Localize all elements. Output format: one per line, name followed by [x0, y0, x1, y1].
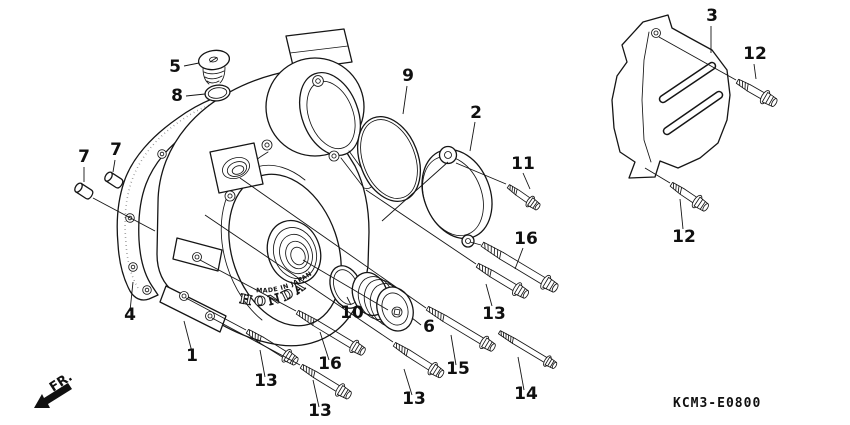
callout-16-left: 16 — [318, 354, 342, 374]
callout-13-upper-right: 13 — [482, 304, 506, 324]
callout-9: 9 — [402, 66, 414, 86]
callout-11: 11 — [511, 154, 535, 174]
crankcase-cover-part-1: MADE IN JAPAN HONDA — [156, 28, 374, 347]
bolt-part-11 — [504, 180, 543, 214]
callout-13-bottom: 13 — [308, 401, 332, 421]
bolt-part-13-right — [390, 337, 447, 382]
callout-13-right: 13 — [402, 389, 426, 409]
front-arrow-icon — [34, 383, 72, 408]
sprocket-cover-part-3 — [611, 14, 731, 179]
filler-plug-part-5 — [197, 49, 231, 85]
o-ring-part-9 — [357, 115, 421, 203]
callout-5: 5 — [169, 57, 181, 77]
callout-6: 6 — [423, 317, 435, 337]
bolt-part-13-upper-right — [473, 258, 532, 302]
dowel-pin-right-part-7 — [102, 170, 125, 190]
callout-1: 1 — [186, 346, 198, 366]
leader-lines — [83, 26, 757, 408]
bolt-part-12-top — [733, 74, 781, 111]
round-cover-part-2 — [421, 145, 493, 248]
bolt-part-12-bottom — [666, 177, 712, 215]
callout-13-left: 13 — [254, 371, 278, 391]
callout-14: 14 — [514, 384, 538, 404]
callout-4: 4 — [124, 305, 136, 325]
callout-7-left: 7 — [78, 147, 90, 167]
callout-7-right: 7 — [110, 140, 122, 160]
callout-8: 8 — [171, 86, 183, 106]
dowel-pin-left-part-7 — [72, 181, 95, 201]
callout-10: 10 — [340, 303, 364, 323]
callout-16-right: 16 — [514, 229, 538, 249]
bolt-part-14 — [495, 326, 560, 372]
callout-15: 15 — [446, 359, 470, 379]
callout-12-top: 12 — [743, 44, 767, 64]
callout-3: 3 — [706, 6, 718, 26]
front-direction-marker: FR. — [34, 370, 75, 408]
callout-2: 2 — [470, 103, 482, 123]
callout-12-bottom: 12 — [672, 227, 696, 247]
diagram-code: KCM3-E0800 — [673, 396, 761, 411]
o-ring-part-8 — [204, 84, 231, 102]
